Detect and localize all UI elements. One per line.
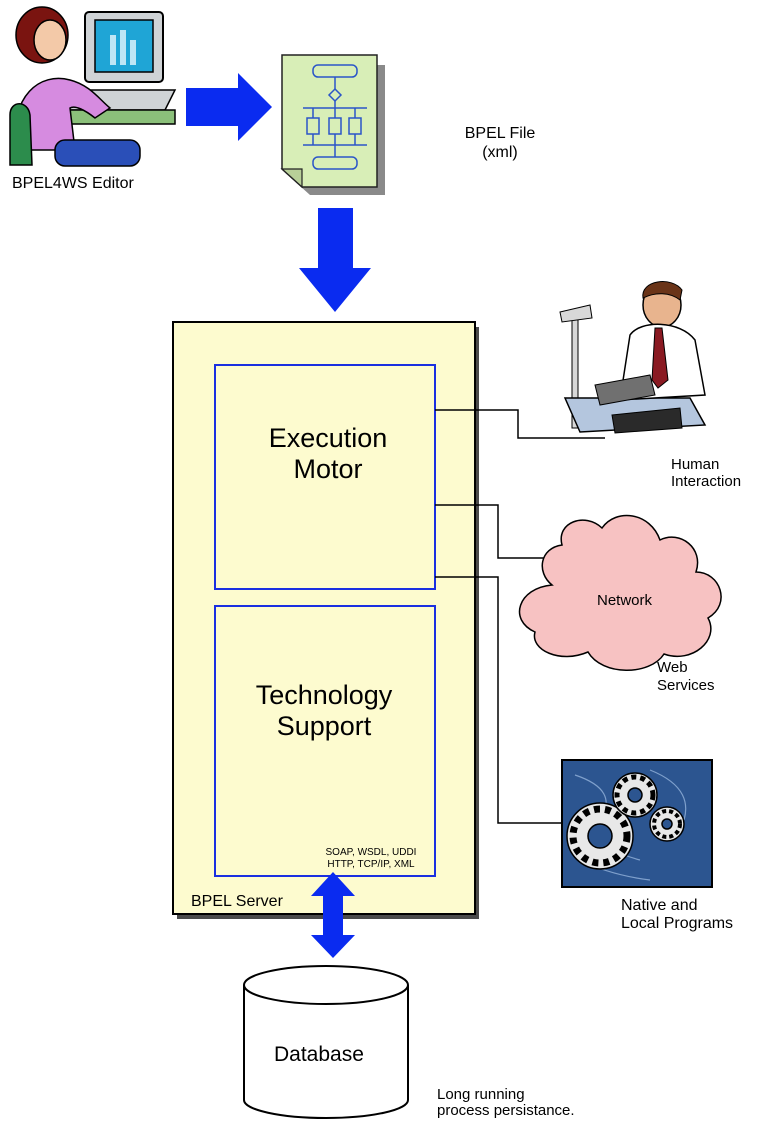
native-programs-label: Native and Local Programs bbox=[621, 897, 733, 933]
execution-motor-label: Execution Motor bbox=[215, 423, 441, 485]
gears-icon bbox=[561, 759, 713, 888]
editor-label: BPEL4WS Editor bbox=[12, 175, 134, 192]
human-line2: Interaction bbox=[671, 473, 742, 490]
persistence-label: Long running process persistance. bbox=[437, 1087, 575, 1119]
technology-line1: Technology bbox=[255, 680, 393, 710]
human-operator-icon bbox=[559, 281, 707, 434]
execution-line1: Execution bbox=[268, 423, 388, 453]
bpel-file-line1: BPEL File bbox=[464, 125, 536, 142]
human-line1: Human bbox=[671, 456, 720, 473]
network-cloud-icon bbox=[518, 514, 722, 671]
arrow-editor-to-file bbox=[186, 73, 272, 141]
technology-line2: Support bbox=[276, 711, 372, 741]
execution-line2: Motor bbox=[293, 454, 363, 484]
connector-native bbox=[435, 576, 562, 824]
protocols-label: SOAP, WSDL, UDDI HTTP, TCP/IP, XML bbox=[312, 847, 430, 871]
connector-human bbox=[435, 409, 605, 439]
connector-network bbox=[435, 504, 568, 559]
bpel-file-line2: (xml) bbox=[482, 144, 518, 161]
web-services-label: Web Services bbox=[657, 659, 715, 695]
technology-support-label: Technology Support bbox=[211, 680, 437, 742]
database-label: Database bbox=[274, 1043, 364, 1066]
technology-support-box bbox=[214, 605, 436, 877]
arrow-file-to-server bbox=[299, 208, 371, 312]
persist-line2: process persistance. bbox=[437, 1102, 575, 1119]
human-interaction-label: Human Interaction bbox=[671, 456, 741, 490]
xml-document-icon bbox=[280, 54, 385, 195]
database-cylinder-icon bbox=[243, 965, 409, 1119]
network-label: Network bbox=[597, 592, 653, 609]
web-line1: Web bbox=[657, 659, 688, 676]
native-line2: Local Programs bbox=[621, 915, 734, 932]
editor-person-computer-icon bbox=[9, 6, 177, 167]
persist-line1: Long running bbox=[437, 1086, 525, 1103]
execution-motor-box bbox=[214, 364, 436, 590]
protocols-line2: HTTP, TCP/IP, XML bbox=[327, 859, 415, 870]
protocols-line1: SOAP, WSDL, UDDI bbox=[325, 847, 417, 858]
arrow-server-database bbox=[311, 872, 355, 958]
web-line2: Services bbox=[657, 677, 715, 694]
bpel-file-label: BPEL File (xml) bbox=[440, 124, 560, 162]
native-line1: Native and bbox=[621, 897, 698, 914]
server-label: BPEL Server bbox=[191, 893, 283, 910]
